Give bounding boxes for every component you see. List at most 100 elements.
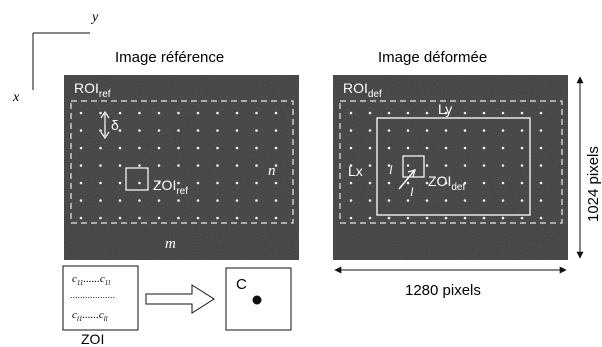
grid-dot (177, 111, 180, 115)
zoi-matrix-box (62, 265, 139, 331)
height-dimension-label: 1024 pixels (585, 146, 602, 222)
grid-dot (99, 164, 102, 167)
grid-dot (501, 146, 505, 150)
result-label: C (236, 276, 247, 293)
grid-dot (99, 181, 102, 185)
grid-dot (368, 111, 372, 115)
grid-dot (79, 181, 83, 185)
matrix-row-top: c11......c1l (72, 273, 110, 287)
grid-dot (235, 199, 239, 202)
result-peak-dot (252, 295, 262, 305)
grid-dot (444, 146, 448, 150)
grid-dot (216, 129, 219, 132)
deformed-zoi-label: ZOIdef (428, 173, 465, 193)
grid-dot (501, 111, 505, 115)
deformed-search-box (376, 117, 531, 216)
grid-dot (274, 216, 278, 220)
grid-dot (425, 181, 429, 185)
grid-dot (501, 181, 505, 185)
grid-dot (157, 111, 161, 115)
grid-dot (216, 216, 219, 220)
grid-dot (444, 181, 448, 185)
grid-dot (368, 216, 372, 220)
grid-dot (79, 111, 83, 115)
grid-dot (235, 129, 239, 132)
grid-dot (387, 111, 391, 115)
grid-dot (387, 181, 391, 185)
grid-dot (501, 129, 505, 132)
grid-dot (368, 129, 372, 132)
grid-dot (118, 111, 122, 115)
grid-dot (482, 111, 486, 115)
deformed-image: ROIdef Ly Lx l l ZOIdef (333, 75, 568, 260)
grid-dot (406, 146, 410, 150)
grid-dot (444, 199, 448, 202)
n-label: n (268, 163, 276, 179)
zoi-matrix-caption: ZOI (81, 331, 104, 347)
grid-dot (520, 164, 524, 167)
lx-label: Lx (348, 163, 363, 179)
grid-dot (349, 111, 353, 115)
grid-dot (482, 181, 486, 185)
zoi-matrix: c11......c1l .................. cl1.....… (62, 265, 139, 347)
deformed-image-texture (333, 75, 568, 260)
grid-dot (196, 129, 200, 132)
grid-dot (196, 199, 200, 202)
reference-zoi-box (125, 167, 149, 191)
grid-dot (425, 129, 429, 132)
grid-dot (255, 164, 258, 167)
grid-dot (349, 164, 353, 167)
grid-dot (79, 199, 83, 202)
grid-dot (216, 164, 219, 167)
grid-dot (425, 216, 429, 220)
reference-roi-label: ROIref (74, 80, 111, 100)
reference-zoi-label: ZOIref (153, 177, 188, 197)
grid-dot (482, 199, 486, 202)
grid-dot (463, 129, 467, 132)
grid-dot (138, 199, 141, 202)
grid-dot (368, 181, 372, 185)
grid-dot (444, 164, 448, 167)
grid-dot (463, 146, 467, 150)
width-dimension-label: 1280 pixels (405, 282, 481, 299)
grid-dot (216, 181, 219, 185)
grid-dot (482, 164, 486, 167)
grid-dot (368, 199, 372, 202)
grid-dot (501, 199, 505, 202)
grid-dot (157, 164, 161, 167)
m-label: m (165, 236, 176, 252)
grid-dot (235, 216, 239, 220)
grid-dot (425, 164, 429, 167)
grid-dot (539, 199, 543, 202)
grid-dot (177, 164, 180, 167)
grid-dot (482, 129, 486, 132)
grid-dot (177, 146, 180, 150)
y-axis-label: y (90, 10, 99, 25)
grid-dot (368, 146, 372, 150)
grid-dot (157, 199, 161, 202)
grid-dot (406, 216, 410, 220)
correlation-result: C (225, 267, 292, 331)
grid-dot (406, 181, 410, 185)
grid-dot (235, 146, 239, 150)
grid-dot (520, 216, 524, 220)
grid-dot (444, 216, 448, 220)
reference-dot-grid (79, 111, 278, 220)
grid-dot (501, 216, 505, 220)
grid-dot (520, 199, 524, 202)
grid-dot (157, 129, 161, 132)
grid-dot (406, 129, 410, 132)
grid-dot (118, 181, 122, 185)
grid-dot (255, 129, 258, 132)
grid-dot (118, 199, 122, 202)
grid-dot (349, 216, 353, 220)
grid-dot (482, 146, 486, 150)
deformed-dot-grid (349, 111, 543, 220)
grid-dot (368, 164, 372, 167)
deformed-roi-dashed-box (339, 100, 563, 224)
grid-dot (235, 111, 239, 115)
transform-arrow (145, 284, 215, 314)
grid-dot (138, 111, 141, 115)
